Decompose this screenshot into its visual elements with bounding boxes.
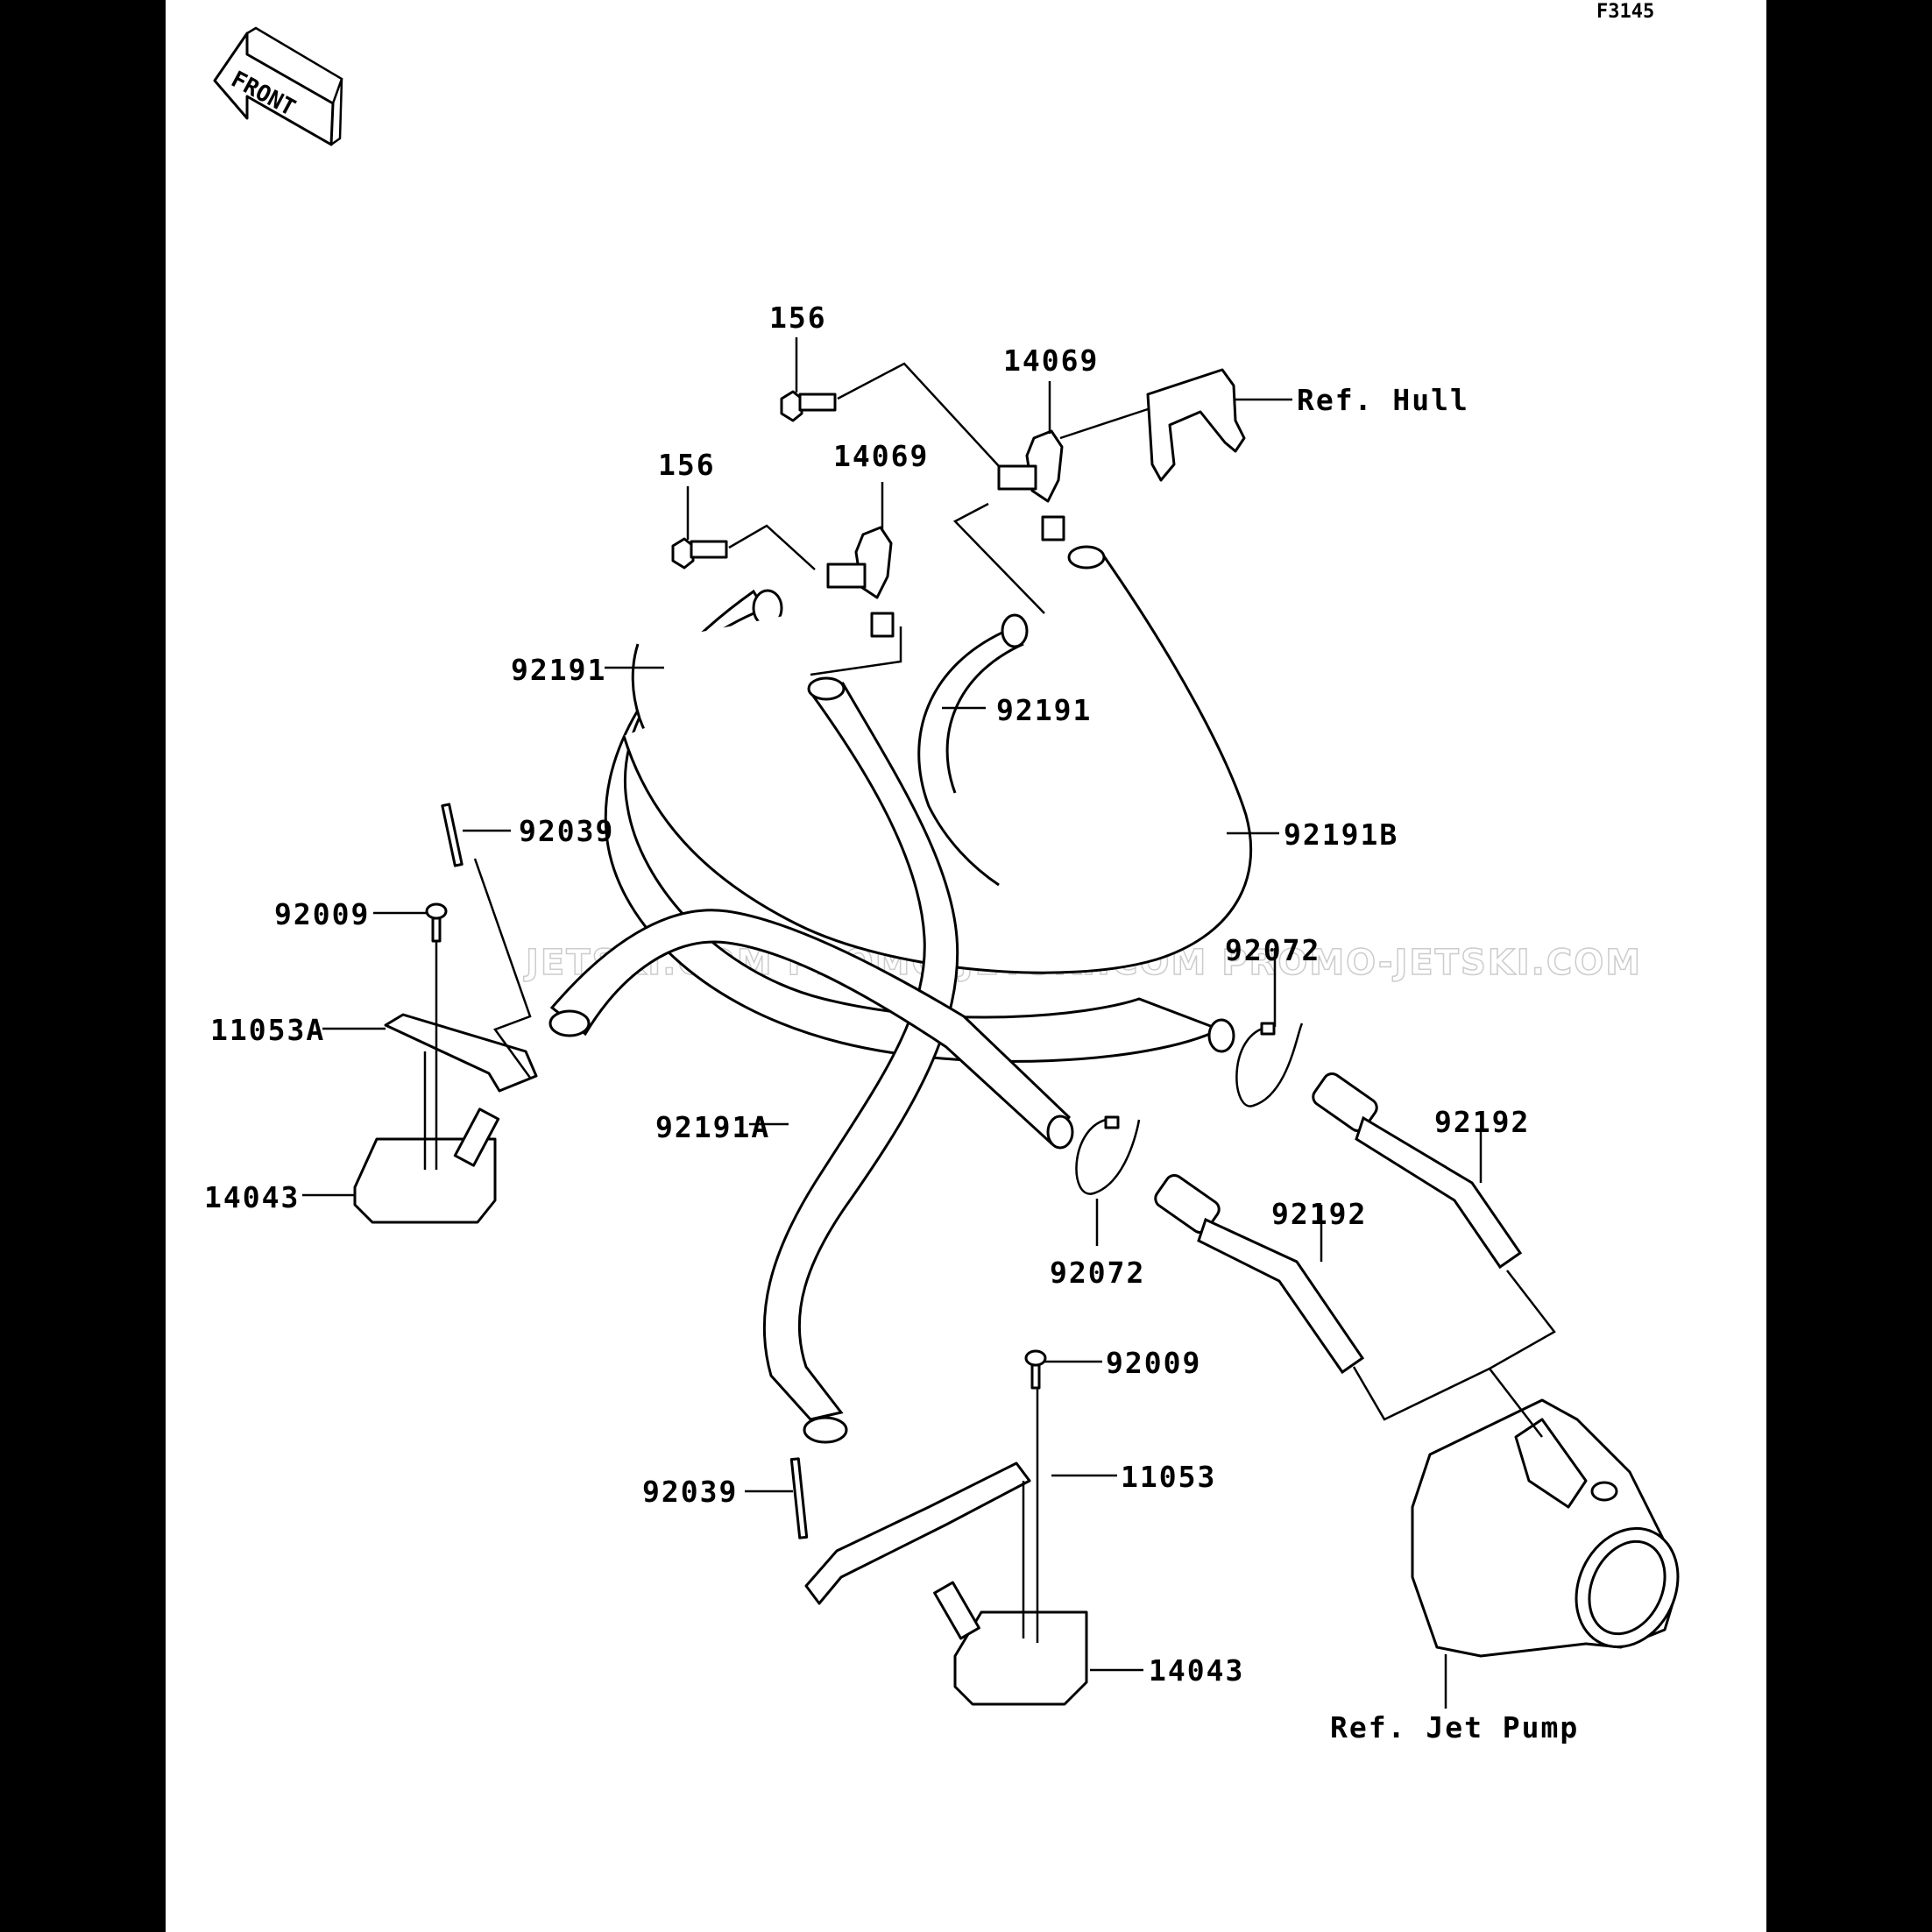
label-14043-left: 14043 [204, 1180, 300, 1214]
label-14043-bottom: 14043 [1149, 1653, 1244, 1688]
label-92072-lower: 92072 [1050, 1256, 1145, 1290]
screw-92009-bottom [1024, 1349, 1047, 1390]
label-92072-upper: 92072 [1225, 933, 1320, 967]
bolt-156-top [780, 390, 837, 422]
strainer-14043-left [353, 1108, 500, 1224]
hose-92191-left [604, 589, 1223, 1063]
label-92009-left: 92009 [274, 897, 370, 931]
jet-pump [1411, 1398, 1680, 1658]
label-92039-bottom: 92039 [642, 1475, 738, 1509]
leader-lines [302, 337, 1556, 1709]
label-11053A: 11053A [210, 1013, 325, 1047]
label-ref-hull: Ref. Hull [1297, 383, 1469, 417]
fitting-14069-mid [826, 526, 895, 638]
label-14069-top: 14069 [1003, 343, 1099, 378]
front-arrow-icon: FRONT [213, 26, 343, 146]
label-11053: 11053 [1121, 1460, 1216, 1494]
label-156-mid: 156 [658, 448, 716, 482]
label-92192-left: 92192 [1271, 1197, 1367, 1231]
label-92009-bottom: 92009 [1106, 1346, 1201, 1380]
bracket-11053 [804, 1461, 1031, 1605]
label-ref-jet-pump: Ref. Jet Pump [1330, 1710, 1579, 1744]
label-156-top: 156 [769, 301, 827, 335]
label-92039-left: 92039 [519, 814, 614, 848]
label-92191B: 92191B [1284, 817, 1398, 852]
bolt-156-mid [671, 537, 728, 570]
label-92191A: 92191A [655, 1110, 770, 1144]
rivet-92039-bottom [789, 1457, 809, 1539]
pipe-92192-right [1312, 1072, 1523, 1270]
hose-lower-left [548, 909, 1074, 1150]
pipe-92192-left [1154, 1173, 1365, 1375]
hose-92191A [762, 676, 959, 1444]
hull-bracket [1146, 368, 1246, 482]
rivet-92039-left [441, 803, 464, 867]
fitting-14069-top [997, 429, 1065, 541]
clamp-92072-upper [1235, 1022, 1304, 1108]
label-92191-center: 92191 [996, 693, 1092, 727]
diagram-code: F3145 [1596, 1, 1654, 23]
label-92191-left: 92191 [511, 653, 606, 687]
screw-92009-left [425, 902, 448, 943]
strainer-14043-bottom [933, 1581, 1088, 1706]
bracket-11053A [384, 1013, 538, 1093]
label-92192-right: 92192 [1434, 1105, 1530, 1139]
clamp-92072-lower [1075, 1115, 1141, 1195]
label-14069-mid: 14069 [833, 439, 929, 473]
